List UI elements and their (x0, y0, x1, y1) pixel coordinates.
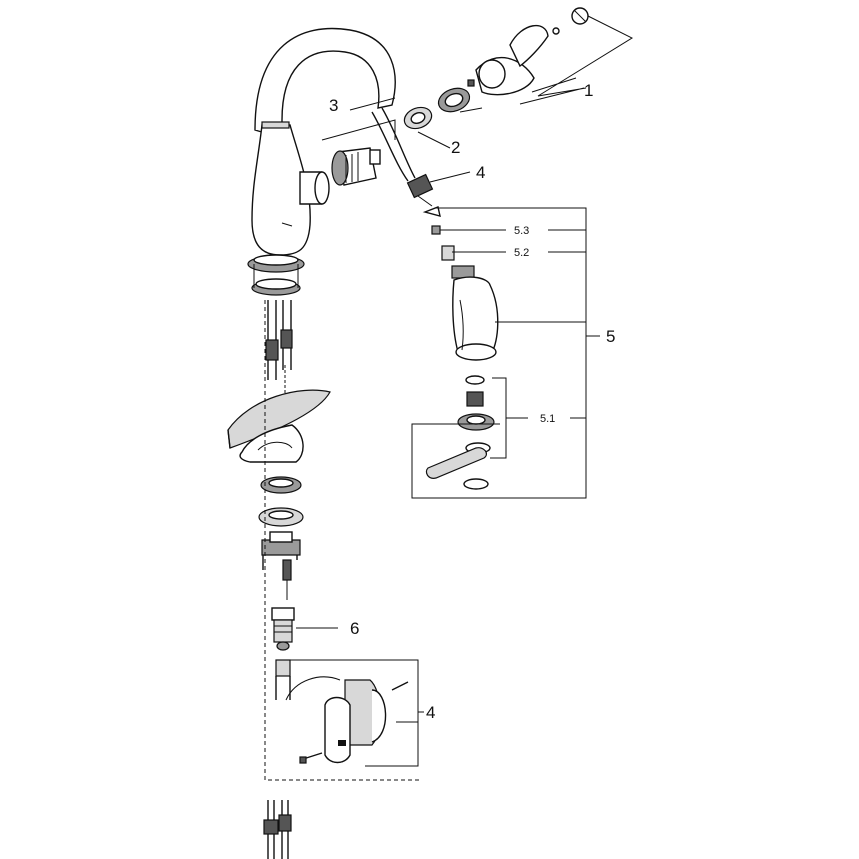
spray-head-group (422, 206, 499, 361)
callout-5-3: 5.3 (514, 225, 529, 237)
callout-2: 2 (451, 138, 460, 157)
handle-assembly (467, 7, 589, 96)
leader-1 (519, 15, 634, 105)
faucet-body (251, 27, 396, 256)
supply-hose-ends (263, 800, 292, 859)
spray-subparts (425, 375, 495, 490)
callout-4-hose: 4 (476, 163, 485, 182)
callout-1: 1 (584, 81, 593, 100)
base-rings (247, 254, 305, 296)
escutcheon-plate (227, 389, 331, 463)
supply-tubes (265, 300, 293, 395)
bracket-4-weight (290, 659, 424, 767)
callout-6: 6 (350, 619, 359, 638)
counterweight-assembly (275, 659, 409, 764)
leader-2 (417, 107, 483, 149)
leader-4-hose (429, 171, 471, 183)
hose-route-line (264, 300, 420, 781)
gaskets (258, 476, 304, 527)
callout-4-weight: 4 (426, 703, 435, 722)
callout-3: 3 (329, 96, 338, 115)
callout-5-1: 5.1 (540, 413, 555, 425)
callout-5-2: 5.2 (514, 247, 529, 259)
bracket-5-1 (490, 377, 586, 459)
spout-hose (371, 107, 434, 207)
bonnet-rings (403, 87, 471, 130)
leader-3 (321, 97, 396, 141)
cartridge (331, 147, 381, 186)
bracket-5 (411, 207, 600, 499)
mounting-bracket (261, 531, 301, 600)
callout-5: 5 (606, 327, 615, 346)
hose-connector (271, 607, 295, 651)
